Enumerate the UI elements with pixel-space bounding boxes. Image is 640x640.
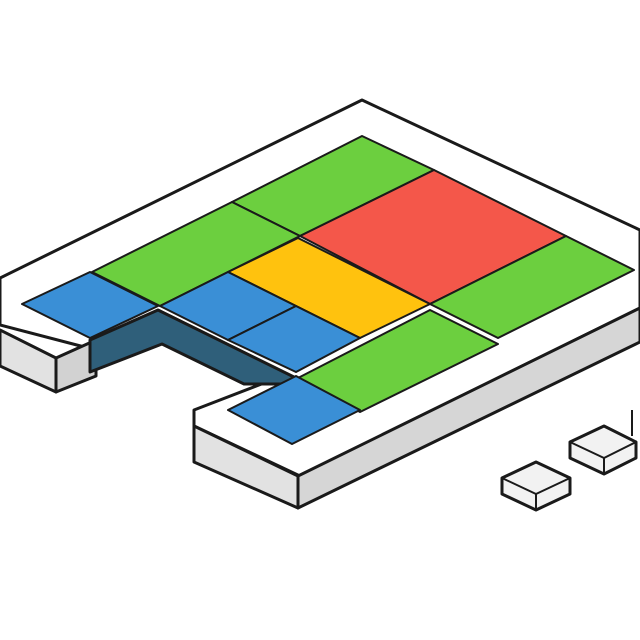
board-frame-left-side-front — [54, 338, 98, 394]
tile-blue-left[interactable] — [21, 271, 159, 339]
tile-blue-mid-2[interactable] — [227, 305, 361, 373]
tile-layer — [21, 135, 635, 445]
board-well — [88, 308, 298, 386]
board-frame-bottom-side-front — [296, 306, 640, 510]
loose-piece-1[interactable] — [500, 460, 572, 512]
board-frame-left-side — [0, 328, 58, 394]
tile-green-right[interactable] — [429, 235, 635, 339]
loose-piece-2[interactable] — [568, 424, 638, 476]
tile-blue-bottom[interactable] — [227, 375, 361, 445]
